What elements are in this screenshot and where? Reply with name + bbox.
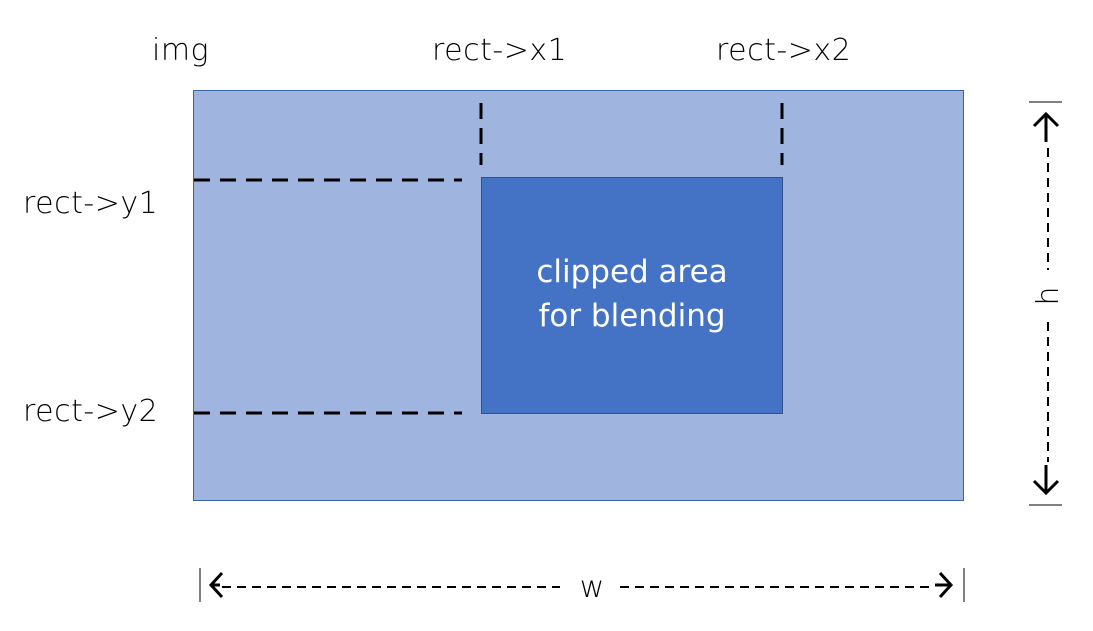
img-label: img	[152, 33, 210, 68]
width-label: w	[580, 570, 605, 605]
arrow-left-icon	[208, 571, 224, 599]
width-dimension: w	[199, 568, 965, 605]
rect-x1-label: rect->x1	[432, 33, 568, 68]
arrow-down-icon	[1032, 465, 1060, 496]
height-dimension: h	[1029, 101, 1066, 506]
rect-y1-label: rect->y1	[23, 186, 159, 221]
rect-x2-label: rect->x2	[716, 33, 852, 68]
rect-y2-label: rect->y2	[23, 394, 159, 429]
clip-rect	[481, 177, 783, 414]
arrow-up-icon	[1032, 111, 1060, 142]
clip-rect-caption: clipped area for blending	[482, 250, 782, 338]
clip-caption-line2: for blending	[538, 298, 726, 334]
arrow-right-icon	[935, 571, 954, 599]
height-label: h	[1031, 286, 1066, 305]
clip-caption-line1: clipped area	[536, 254, 728, 290]
